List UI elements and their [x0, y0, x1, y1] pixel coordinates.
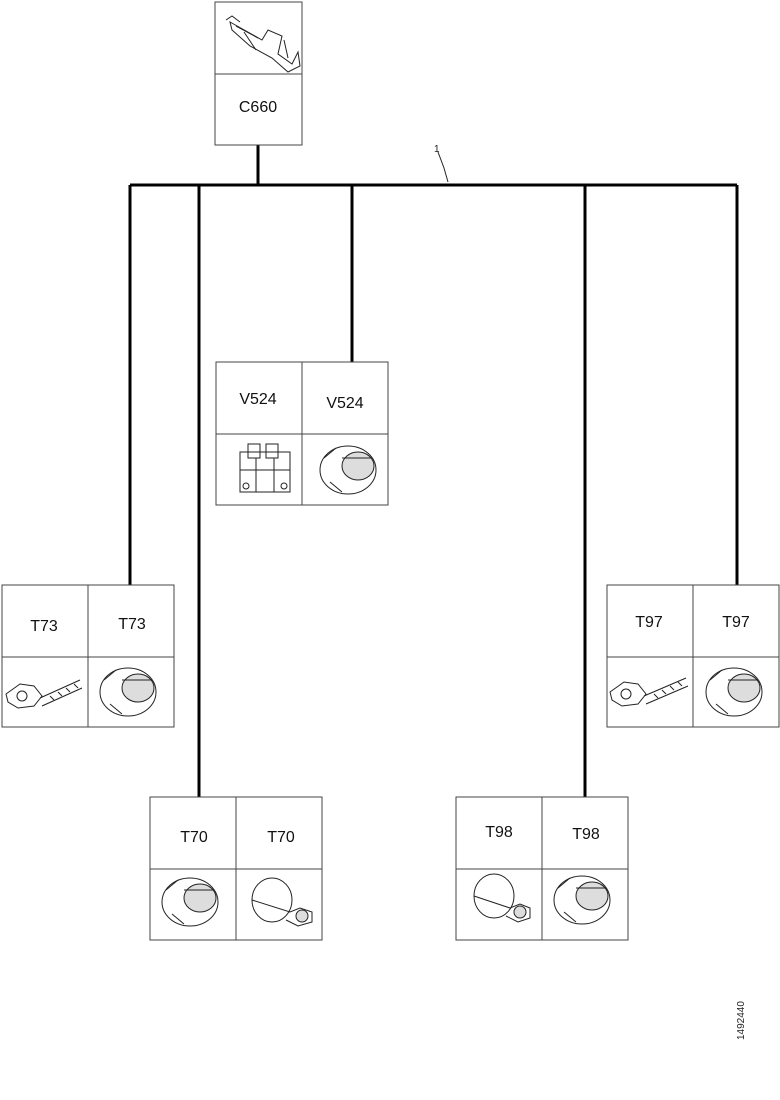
label-t70-b: T70 — [267, 829, 295, 846]
reference-callout: 1 — [434, 144, 449, 183]
wire-harness — [128, 145, 739, 797]
ref-number: 1 — [434, 144, 440, 155]
connector-housing-icon — [99, 667, 157, 717]
terminal-pin-icon — [225, 15, 301, 73]
label-t98-b: T98 — [572, 826, 600, 843]
round-connector-icon — [473, 873, 531, 923]
label-t73-b: T73 — [118, 616, 146, 633]
label-c660: C660 — [239, 99, 277, 116]
label-t97-a: T97 — [635, 614, 663, 631]
component-t97: T97 T97 — [606, 584, 780, 728]
component-t70: T70 T70 — [149, 796, 323, 941]
sensor-cable-icon — [5, 679, 83, 709]
label-t97-b: T97 — [722, 614, 750, 631]
component-t73: T73 T73 — [1, 584, 175, 728]
component-v524: V524 V524 — [215, 361, 389, 506]
label-t98-a: T98 — [485, 824, 513, 841]
connector-housing-icon — [161, 877, 219, 927]
label-t73-a: T73 — [30, 618, 58, 635]
label-t70-a: T70 — [180, 829, 208, 846]
label-v524-b: V524 — [326, 395, 363, 412]
sensor-cable-icon — [609, 677, 689, 707]
round-connector-icon — [251, 877, 313, 927]
connector-housing-icon — [705, 667, 763, 717]
valve-block-icon — [239, 443, 291, 493]
label-v524-a: V524 — [239, 391, 276, 408]
connector-housing-icon — [319, 445, 377, 495]
document-id: 1492440 — [736, 1001, 747, 1040]
connector-housing-icon — [553, 875, 611, 925]
component-c660: C660 — [214, 1, 303, 146]
component-t98: T98 T98 — [455, 796, 629, 941]
